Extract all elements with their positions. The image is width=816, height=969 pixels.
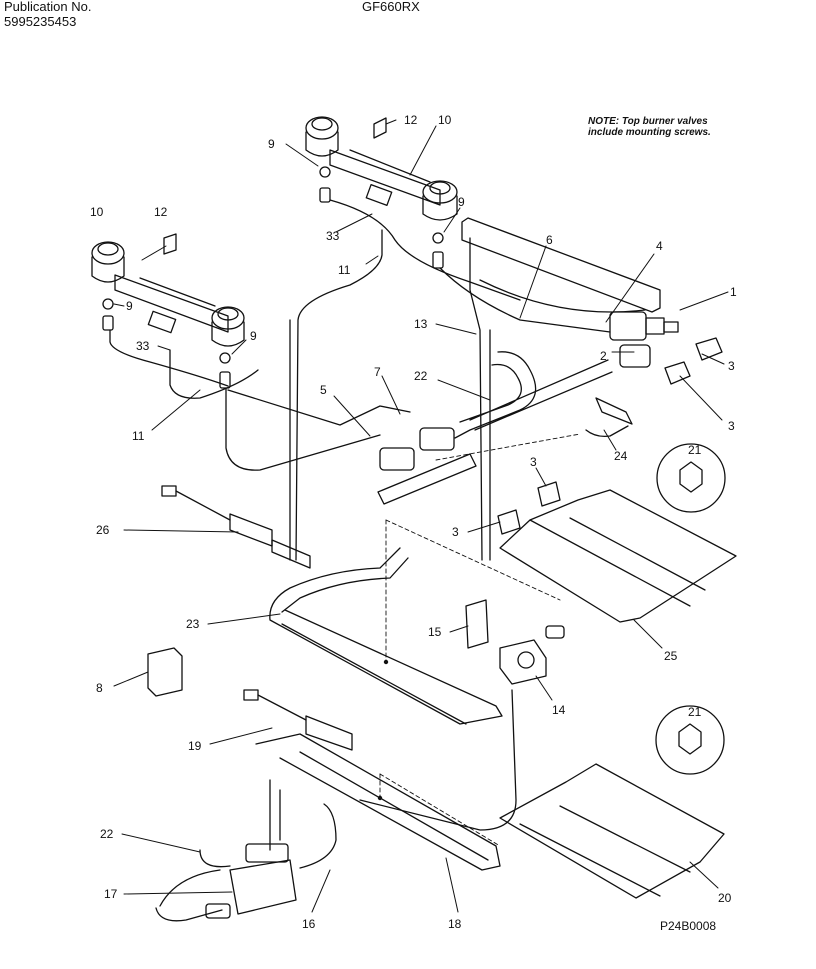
lower-tubing [155, 689, 517, 922]
model-number: GF660RX [362, 0, 420, 14]
callout-9-d: 9 [250, 329, 257, 343]
fitting-3-b [664, 361, 691, 385]
callout-16: 16 [302, 917, 316, 931]
callout-14: 14 [552, 703, 566, 717]
broil-burner-18 [255, 733, 501, 871]
regulator-14 [499, 625, 565, 685]
callout-11-upper: 11 [338, 263, 351, 277]
callout-12-upper: 12 [404, 113, 418, 127]
callout-2: 2 [600, 349, 607, 363]
callout-10-upper: 10 [438, 113, 452, 127]
callout-5: 5 [320, 383, 327, 397]
publication-number: 5995235453 [4, 14, 77, 29]
leader-lines [113, 119, 729, 913]
callout-3-b: 3 [728, 419, 735, 433]
callout-13: 13 [414, 317, 428, 331]
callout-9-a: 9 [268, 137, 275, 151]
callout-3-d: 3 [452, 525, 459, 539]
callout-33-left: 33 [136, 339, 150, 353]
publication-label: Publication No. [4, 0, 92, 14]
callout-33-upper: 33 [326, 229, 340, 243]
callout-3-c: 3 [530, 455, 537, 469]
callout-7: 7 [374, 365, 381, 379]
bracket-12-upper [373, 117, 387, 139]
orifice-9-d [219, 352, 231, 364]
callout-1: 1 [730, 285, 737, 299]
callout-24: 24 [614, 449, 628, 463]
callout-23: 23 [186, 617, 200, 631]
gas-tubing [109, 199, 646, 561]
callout-22-upper: 22 [414, 369, 428, 383]
figure-code: P24B0008 [660, 919, 717, 933]
callout-21-top: 21 [688, 443, 702, 457]
callout-25: 25 [664, 649, 678, 663]
fitting-3-d [497, 509, 521, 535]
callout-10-left: 10 [90, 205, 104, 219]
note-line-1: NOTE: Top burner valves [588, 116, 708, 127]
callout-26: 26 [96, 523, 110, 537]
broil-shield-20 [499, 763, 725, 899]
callout-labels: 12 10 9 9 10 12 33 6 4 11 1 9 13 9 33 2 … [90, 113, 737, 931]
safety-valve-19 [243, 689, 353, 751]
valve-manifold-bar [377, 453, 477, 505]
callout-9-c: 9 [126, 299, 133, 313]
manifold-bracket [461, 217, 661, 313]
callout-15: 15 [428, 625, 442, 639]
callout-9-b: 9 [458, 195, 465, 209]
nut-inset-21-top [656, 443, 726, 513]
oven-burner-23 [269, 547, 503, 725]
orifice-9-a [319, 166, 331, 178]
callout-6: 6 [546, 233, 553, 247]
callout-19: 19 [188, 739, 202, 753]
part-8 [147, 647, 183, 697]
callout-17: 17 [104, 887, 118, 901]
callout-3-a: 3 [728, 359, 735, 373]
rear-burner-assembly [305, 116, 458, 221]
valve-17 [205, 843, 297, 919]
pilot-part-24 [585, 397, 633, 438]
bracket-12-left [163, 233, 177, 255]
fitting-3-c [537, 481, 561, 507]
callout-4: 4 [656, 239, 663, 253]
note-line-2: include mounting screws. [588, 127, 711, 138]
left-burner-assembly [91, 241, 245, 347]
igniter-26 [161, 485, 311, 569]
nut-inset-21-bottom [655, 705, 725, 775]
orifice-9-b [432, 232, 444, 244]
alignment-lines [379, 433, 581, 847]
callout-21-bottom: 21 [688, 705, 702, 719]
callout-8: 8 [96, 681, 103, 695]
broiler-shield-25 [499, 489, 737, 623]
callout-18: 18 [448, 917, 462, 931]
callout-11-left: 11 [132, 429, 145, 443]
manifold-pipe-22 [454, 351, 613, 439]
callout-22-lower: 22 [100, 827, 114, 841]
note-text: NOTE: Top burner valves include mounting… [588, 116, 711, 138]
orifice-9-c [102, 298, 114, 310]
bracket-15 [465, 599, 489, 649]
callout-20: 20 [718, 891, 732, 905]
fitting-3-a [695, 337, 723, 361]
top-burner-valves [379, 311, 679, 471]
callout-12-left: 12 [154, 205, 168, 219]
